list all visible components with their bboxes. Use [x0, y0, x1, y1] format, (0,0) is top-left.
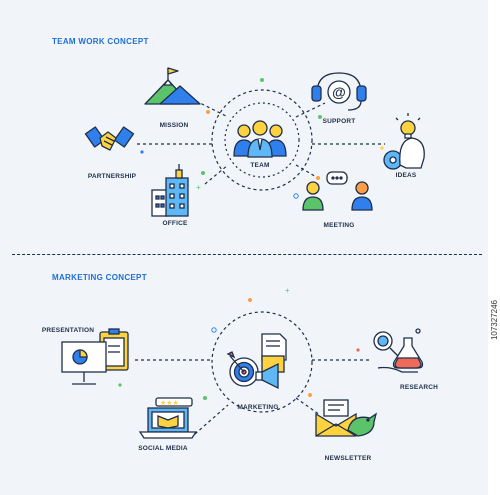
team-people-icon [233, 120, 287, 158]
handshake-icon [84, 126, 135, 151]
label-mission: MISSION [159, 122, 189, 129]
label-support: SUPPORT [322, 118, 356, 125]
mountain-flag-icon [144, 67, 201, 105]
meeting-chat-icon [302, 171, 373, 211]
label-ideas: IDEAS [395, 172, 417, 179]
stock-id: 107327246 [490, 300, 499, 341]
ideas-head-gear-icon [383, 113, 425, 170]
social-media-laptop-icon: ★★★ [138, 397, 198, 439]
label-team: TEAM [250, 162, 270, 169]
svg-text:@: @ [332, 84, 346, 100]
marketing-connectors [135, 311, 372, 435]
headset-support-icon: @ [311, 72, 367, 111]
newsletter-envelope-icon [315, 399, 378, 437]
presentation-board-icon [61, 328, 129, 385]
section-divider [12, 254, 482, 255]
marketing-title: MARKETING CONCEPT [52, 273, 147, 282]
label-meeting: MEETING [323, 222, 355, 229]
teamwork-connectors [137, 89, 385, 191]
research-flask-icon [373, 328, 424, 373]
svg-text:★★★: ★★★ [160, 399, 179, 407]
office-buildings-icon [151, 164, 189, 217]
label-partnership: PARTNERSHIP [87, 173, 137, 180]
marketing-target-icon [226, 333, 287, 390]
label-newsletter: NEWSLETTER [324, 455, 372, 462]
label-research: RESEARCH [399, 384, 439, 391]
label-office: OFFICE [162, 220, 188, 227]
label-marketing: MARKETING [237, 404, 279, 411]
teamwork-title: TEAM WORK CONCEPT [52, 37, 149, 46]
svg-text:+: + [196, 183, 201, 192]
svg-text:+: + [285, 286, 290, 295]
stock-side-strip [488, 0, 500, 495]
label-presentation: PRESENTATION [41, 327, 95, 334]
label-social-media: SOCIAL MEDIA [138, 445, 188, 452]
